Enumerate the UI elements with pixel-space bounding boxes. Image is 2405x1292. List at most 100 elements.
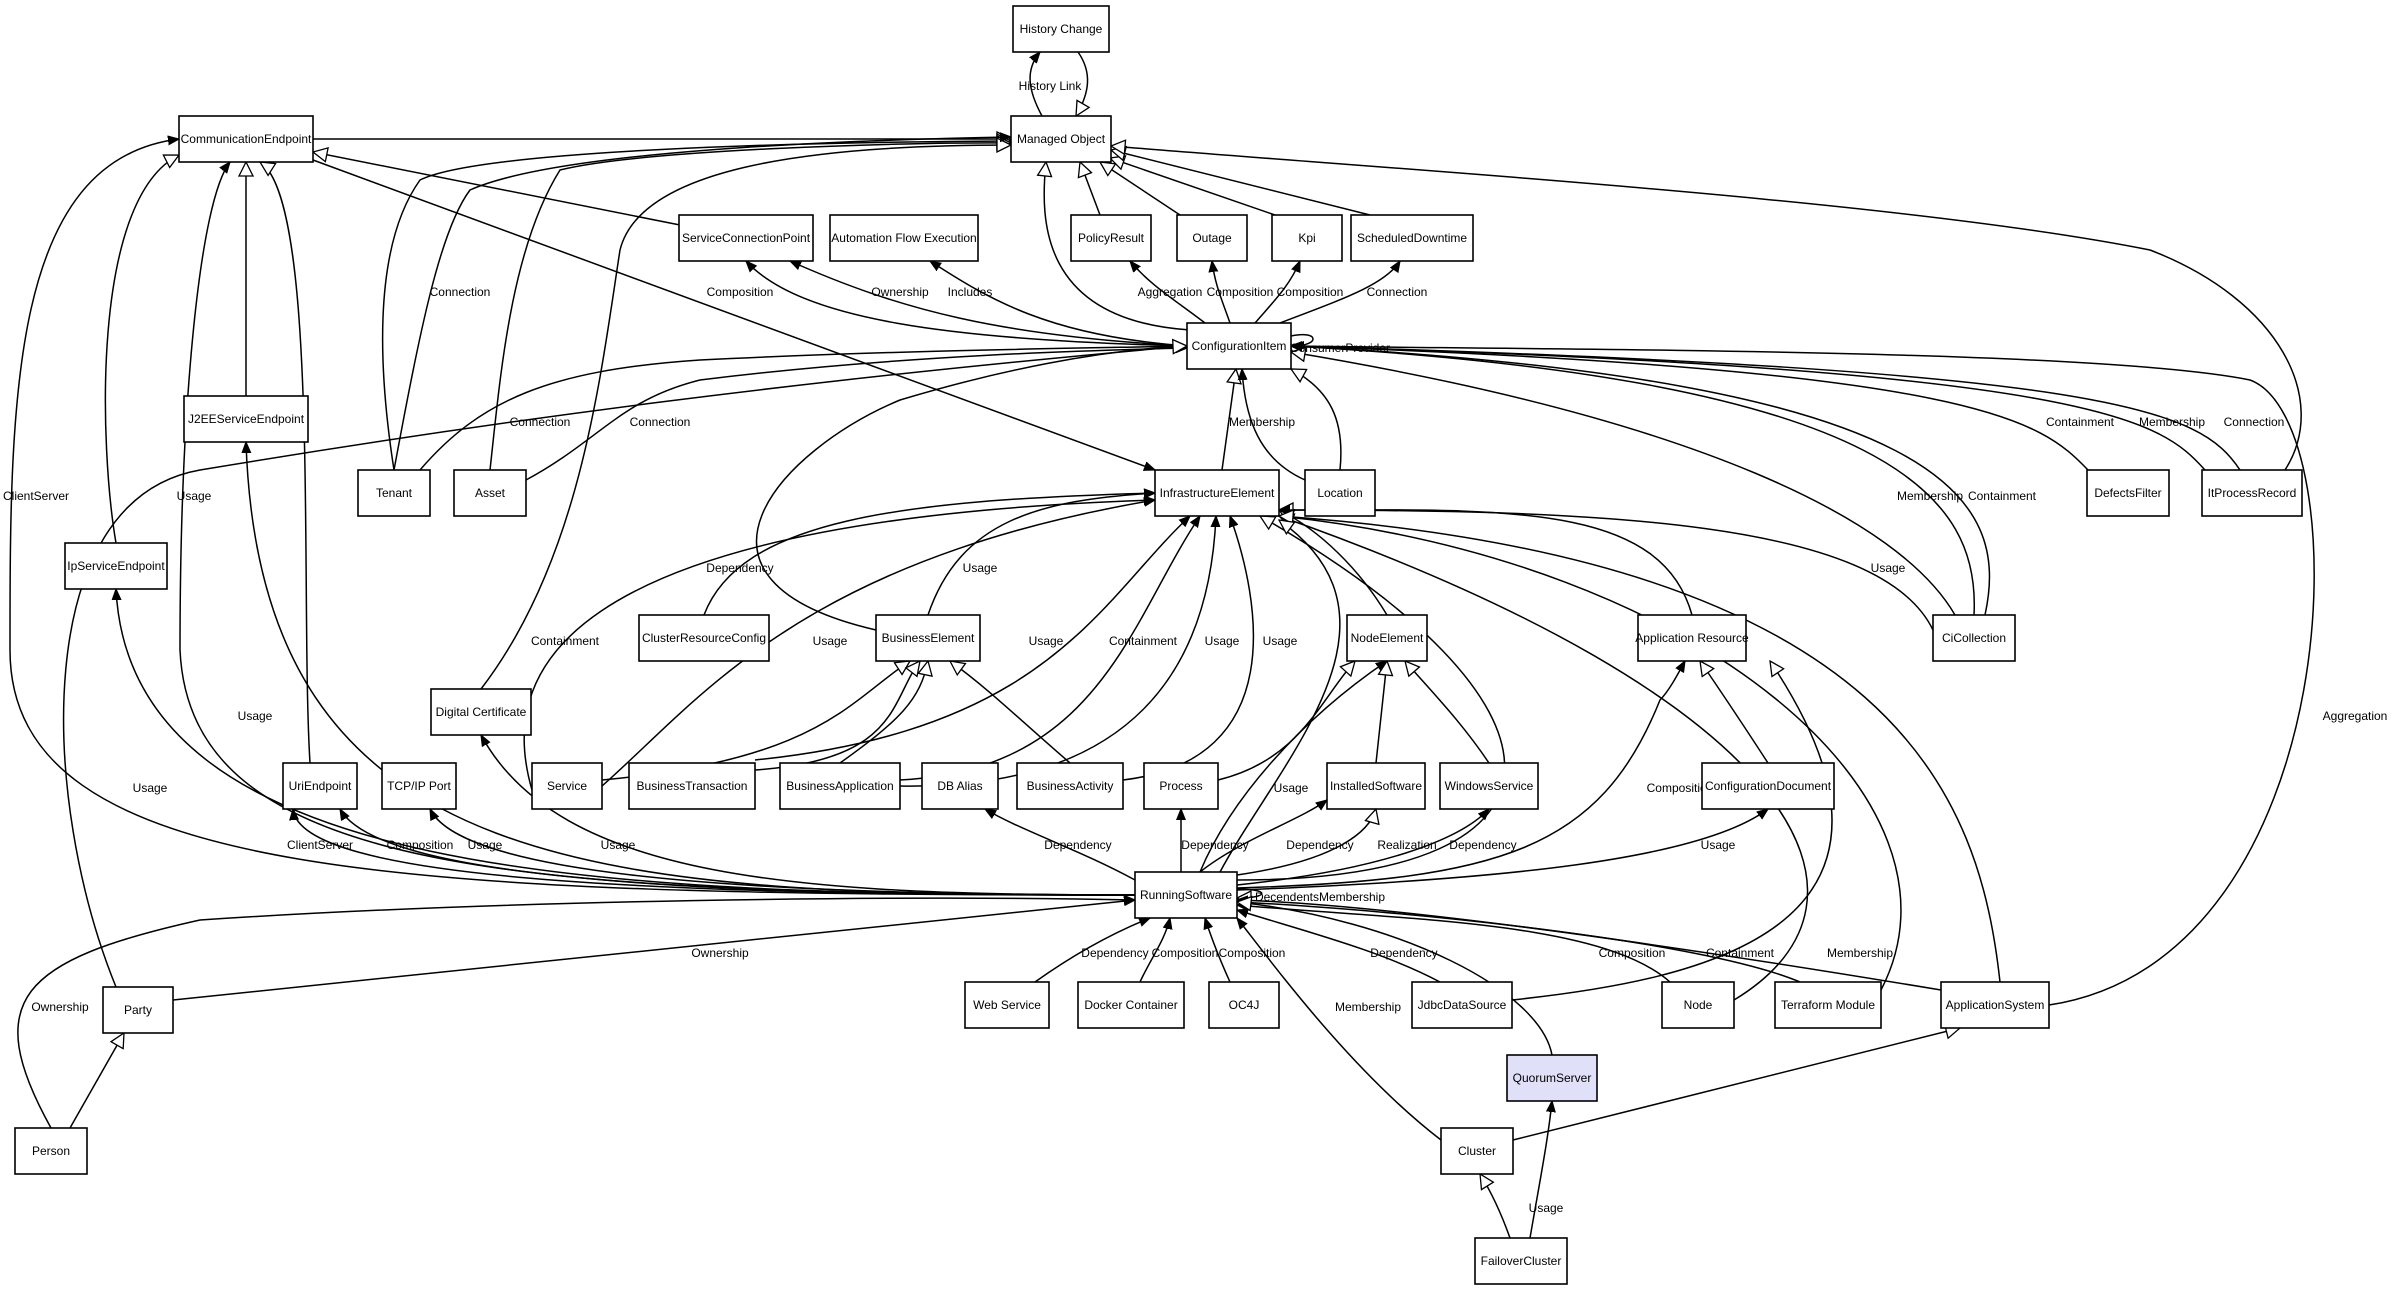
class-node-infrastructure-element[interactable]: InfrastructureElement — [1154, 469, 1280, 517]
edge-label-connection: Connection — [1367, 285, 1428, 299]
edge-label-includes: Includes — [948, 285, 993, 299]
class-node-label: Service — [547, 779, 587, 793]
class-node-automation-flow-execution[interactable]: Automation Flow Execution — [829, 214, 979, 262]
edge-label-clientserver: ClientServer — [3, 489, 69, 503]
class-node-uri-endpoint[interactable]: UriEndpoint — [282, 762, 358, 810]
class-node-location[interactable]: Location — [1304, 469, 1376, 517]
edge-label-decendentsmembership: DecendentsMembership — [1255, 890, 1385, 904]
class-node-digital-certificate[interactable]: Digital Certificate — [430, 688, 532, 736]
class-node-process[interactable]: Process — [1143, 762, 1219, 810]
edge-running-software-to-infrastructure-element — [1236, 516, 1506, 881]
class-node-jdbc-data-source[interactable]: JdbcDataSource — [1411, 981, 1513, 1029]
class-node-terraform-module[interactable]: Terraform Module — [1774, 981, 1882, 1029]
class-node-business-element[interactable]: BusinessElement — [875, 614, 981, 662]
edge-label-composition: Composition — [1207, 285, 1274, 299]
class-node-label: ScheduledDowntime — [1357, 231, 1467, 245]
class-node-label: Node — [1684, 998, 1713, 1012]
class-node-label: JdbcDataSource — [1418, 998, 1507, 1012]
edge-location-to-configuration-item — [1242, 369, 1306, 481]
edge-business-application-to-business-element — [839, 661, 928, 764]
edge-label-dependency: Dependency — [1081, 946, 1148, 960]
edge-cluster-to-running-software — [1237, 918, 1442, 1141]
edge-configuration-item-to-policy-result — [1130, 261, 1206, 324]
edge-label-clientserver: ClientServer — [287, 838, 353, 852]
edge-configuration-document-to-application-resource — [1700, 661, 1769, 764]
class-node-tenant[interactable]: Tenant — [357, 469, 431, 517]
class-node-policy-result[interactable]: PolicyResult — [1070, 214, 1152, 262]
edge-running-software-to-configuration-document — [1236, 809, 1768, 891]
edge-managed-object-to-history-change — [1030, 52, 1043, 117]
class-node-quorum-server[interactable]: QuorumServer — [1506, 1054, 1598, 1102]
edge-label-membership: Membership — [1827, 946, 1893, 960]
class-node-managed-object[interactable]: Managed Object — [1010, 115, 1112, 163]
edge-failover-cluster-to-quorum-server — [1529, 1101, 1552, 1239]
edge-application-system-to-running-software — [1237, 900, 1942, 991]
edge-application-system-to-configuration-item — [1291, 346, 2315, 1006]
class-node-label: Party — [124, 1003, 152, 1017]
edge-label-usage: Usage — [1274, 781, 1309, 795]
class-node-web-service[interactable]: Web Service — [964, 981, 1050, 1029]
edge-service-connection-point-to-communication-endpoint — [313, 152, 681, 226]
edge-running-software-to-installed-software — [1199, 800, 1327, 873]
class-node-configuration-document[interactable]: ConfigurationDocument — [1701, 762, 1835, 810]
class-node-application-system[interactable]: ApplicationSystem — [1940, 981, 2050, 1029]
class-node-label: UriEndpoint — [289, 779, 352, 793]
edge-running-software-to-communication-endpoint — [179, 162, 1136, 896]
class-node-node[interactable]: Node — [1661, 981, 1735, 1029]
class-node-windows-service[interactable]: WindowsService — [1439, 762, 1539, 810]
edge-label-usage: Usage — [468, 838, 503, 852]
class-node-cluster[interactable]: Cluster — [1440, 1127, 1514, 1175]
class-node-label: BusinessElement — [882, 631, 975, 645]
class-node-communication-endpoint[interactable]: CommunicationEndpoint — [178, 115, 314, 163]
class-node-docker-container[interactable]: Docker Container — [1077, 981, 1185, 1029]
class-node-business-application[interactable]: BusinessApplication — [779, 762, 901, 810]
class-node-business-activity[interactable]: BusinessActivity — [1016, 762, 1124, 810]
edge-label-membership: Membership — [1897, 489, 1963, 503]
edge-it-process-record-to-configuration-item — [1291, 346, 2241, 471]
class-node-label: Web Service — [973, 998, 1041, 1012]
class-node-node-element[interactable]: NodeElement — [1346, 614, 1428, 662]
edge-running-software-to-db-alias — [985, 809, 1136, 881]
edge-running-software-to-digital-certificate — [481, 735, 1136, 896]
class-node-configuration-item[interactable]: ConfigurationItem — [1186, 322, 1292, 370]
edge-configuration-item-to-managed-object — [1044, 162, 1191, 331]
edge-it-process-record-to-configuration-item — [1291, 346, 2206, 471]
class-node-history-change[interactable]: History Change — [1012, 5, 1110, 53]
class-node-ip-service-endpoint[interactable]: IpServiceEndpoint — [64, 542, 168, 590]
class-node-kpi[interactable]: Kpi — [1271, 214, 1343, 262]
edge-party-to-running-software — [172, 900, 1135, 1001]
class-node-person[interactable]: Person — [14, 1127, 88, 1175]
edge-running-software-to-communication-endpoint — [9, 139, 1136, 896]
edge-configuration-item-to-automation-flow-execution — [930, 261, 1188, 347]
class-node-ci-collection[interactable]: CiCollection — [1932, 614, 2016, 662]
edge-label-composition: Composition — [707, 285, 774, 299]
edge-label-membership: Membership — [2139, 415, 2205, 429]
class-node-asset[interactable]: Asset — [453, 469, 527, 517]
class-node-oc4j[interactable]: OC4J — [1208, 981, 1280, 1029]
class-node-tcpip-port[interactable]: TCP/IP Port — [381, 762, 457, 810]
class-node-label: Location — [1317, 486, 1362, 500]
class-node-it-process-record[interactable]: ItProcessRecord — [2201, 469, 2303, 517]
class-node-party[interactable]: Party — [102, 986, 174, 1034]
class-node-running-software[interactable]: RunningSoftware — [1134, 871, 1238, 919]
class-node-cluster-resource-config[interactable]: ClusterResourceConfig — [638, 614, 770, 662]
class-node-db-alias[interactable]: DB Alias — [921, 762, 999, 810]
class-node-failover-cluster[interactable]: FailoverCluster — [1474, 1237, 1568, 1285]
class-node-j2ee-service-endpoint[interactable]: J2EEServiceEndpoint — [183, 395, 309, 443]
class-node-label: Outage — [1192, 231, 1232, 245]
class-node-service[interactable]: Service — [531, 762, 603, 810]
class-node-outage[interactable]: Outage — [1176, 214, 1248, 262]
class-node-label: TCP/IP Port — [387, 779, 451, 793]
class-node-installed-software[interactable]: InstalledSoftware — [1326, 762, 1426, 810]
class-node-application-resource[interactable]: Application Resource — [1635, 614, 1749, 662]
edge-business-activity-to-infrastructure-element — [1122, 516, 1255, 781]
class-node-service-connection-point[interactable]: ServiceConnectionPoint — [678, 214, 814, 262]
class-node-label: ClusterResourceConfig — [642, 631, 766, 645]
edge-business-transaction-to-infrastructure-element — [754, 516, 1190, 761]
edge-location-to-configuration-item — [1291, 369, 1342, 471]
class-node-business-transaction[interactable]: BusinessTransaction — [628, 762, 756, 810]
class-node-scheduled-downtime[interactable]: ScheduledDowntime — [1350, 214, 1474, 262]
class-node-defects-filter[interactable]: DefectsFilter — [2086, 469, 2170, 517]
edge-terraform-module-to-infrastructure-element — [1279, 516, 1902, 991]
class-node-label: Managed Object — [1017, 132, 1106, 146]
